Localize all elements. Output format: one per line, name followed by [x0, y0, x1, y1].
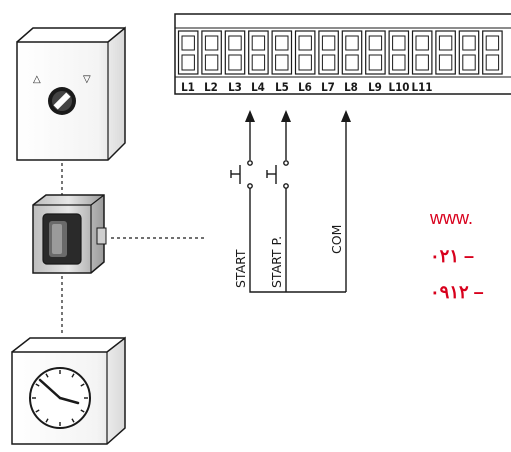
terminal-label-l10: L10 — [389, 80, 410, 94]
terminal-cells — [177, 30, 503, 75]
clock-ticks — [32, 370, 88, 426]
terminal-screw — [415, 35, 429, 51]
terminal-cell — [388, 30, 410, 75]
terminal-cell — [271, 30, 293, 75]
terminal-wire-slot — [275, 54, 289, 71]
terminal-wire-slot — [228, 54, 242, 71]
terminal-cell — [435, 30, 456, 75]
terminal-wire-slot — [345, 54, 359, 71]
clock-tick — [71, 418, 75, 423]
start-label: START — [233, 249, 248, 288]
start-p-label: START P. — [269, 236, 284, 288]
terminal-screw — [485, 35, 500, 51]
terminal-label-l5: L5 — [275, 80, 289, 94]
terminal-label-l4: L4 — [251, 80, 265, 94]
terminal-cell — [224, 30, 246, 75]
arrow-to-l7-icon — [341, 110, 351, 122]
key-lock-icon — [48, 87, 76, 115]
terminal-label-l9: L9 — [368, 80, 382, 94]
terminal-screw — [392, 35, 406, 51]
terminal-wire-slot — [438, 54, 453, 71]
terminal-cell — [201, 30, 222, 75]
terminal-arrows — [245, 110, 351, 122]
contact-phone-landline: ۰۲۱ – — [430, 246, 474, 266]
wiring — [249, 118, 347, 293]
terminal-cell — [294, 30, 316, 75]
terminal-wire-slot — [321, 54, 336, 71]
terminal-screw — [204, 35, 219, 51]
terminal-screw — [368, 35, 383, 51]
clock-tick — [71, 373, 75, 378]
terminal-screw — [321, 35, 336, 51]
key-selector-device: △ ▽ — [16, 26, 126, 161]
terminal-label-l2: L2 — [204, 80, 218, 94]
terminal-wire-slot — [392, 54, 406, 71]
terminal-screw — [345, 35, 359, 51]
clock-tick — [35, 409, 40, 413]
start-pushbutton — [230, 160, 253, 189]
terminal-wire-slot — [181, 54, 195, 71]
card-reader-connector — [96, 227, 107, 245]
terminal-label-l8: L8 — [344, 80, 358, 94]
timer-clock-device — [11, 336, 126, 445]
terminal-wire-slot — [251, 54, 266, 71]
clock-tick — [80, 383, 85, 387]
terminal-wire-slot — [462, 54, 476, 71]
key-left-arrow-icon: △ — [33, 74, 41, 85]
terminal-wire-slot — [485, 54, 500, 71]
terminal-label-l11: L11 — [412, 80, 433, 94]
terminal-screw — [181, 35, 195, 51]
terminal-cell — [482, 30, 503, 75]
terminal-cell — [318, 30, 339, 75]
arrow-to-l4-icon — [245, 110, 255, 122]
terminal-cell — [411, 30, 433, 75]
clock-tick — [35, 383, 40, 387]
clock-tick — [45, 373, 49, 378]
terminal-cell — [341, 30, 363, 75]
terminal-screw — [438, 35, 453, 51]
terminal-label-l6: L6 — [298, 80, 312, 94]
start-p-pushbutton — [266, 160, 289, 189]
terminal-cell — [458, 30, 480, 75]
arrow-to-l5-icon — [281, 110, 291, 122]
terminal-screw — [462, 35, 476, 51]
terminal-screw — [298, 35, 312, 51]
clock-tick — [80, 409, 85, 413]
terminal-label-l7: L7 — [321, 80, 335, 94]
terminal-label-l3: L3 — [228, 80, 242, 94]
com-label: COM — [329, 225, 344, 254]
clock-icon — [29, 367, 91, 429]
terminal-cell — [177, 30, 199, 75]
terminal-wire-slot — [368, 54, 383, 71]
terminal-wire-slot — [204, 54, 219, 71]
contact-website: www. — [429, 208, 473, 228]
terminal-cell — [248, 30, 269, 75]
terminal-screw — [251, 35, 266, 51]
start-wire-lower — [249, 188, 346, 293]
key-selector-top — [16, 27, 125, 43]
terminal-block: L1 L2 L3 L4 L5 L6 L7 L8 L9 L10 L11 — [174, 13, 511, 95]
terminal-screw — [228, 35, 242, 51]
card-reader-device — [32, 194, 107, 274]
terminal-label-l1: L1 — [181, 80, 195, 94]
terminal-screw — [275, 35, 289, 51]
contact-phone-mobile: ۰۹۱۲ – — [430, 282, 484, 302]
terminal-cell — [365, 30, 386, 75]
key-right-arrow-icon: ▽ — [83, 74, 91, 85]
terminal-wire-slot — [415, 54, 429, 71]
clock-tick — [45, 418, 49, 423]
terminal-wire-slot — [298, 54, 312, 71]
